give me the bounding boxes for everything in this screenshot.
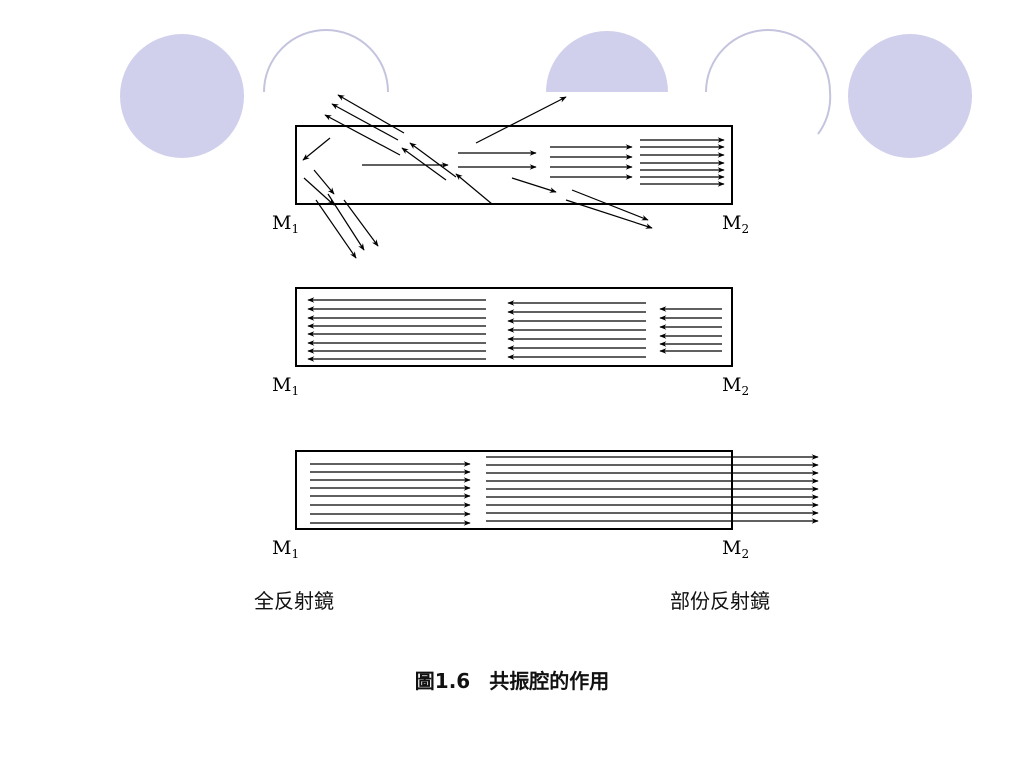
partial-reflector-caption: 部份反射鏡: [670, 589, 770, 613]
mirror-label-m2-panel-1: M2: [722, 212, 749, 236]
photon-arrow: [303, 177, 335, 206]
photon-arrow: [327, 193, 365, 251]
photon-arrow: [343, 199, 379, 247]
cavity-box-2: [295, 287, 733, 367]
cavity-box-1: [295, 125, 733, 205]
photon-arrow: [565, 199, 653, 229]
figure-title: 圖1.6 共振腔的作用: [0, 665, 1024, 694]
arrows-panel-3: [310, 454, 819, 526]
photon-arrow: [409, 142, 457, 178]
figure-title-text: 共振腔的作用: [489, 669, 610, 693]
photon-arrow: [315, 199, 357, 259]
photon-arrow: [331, 103, 399, 141]
figure-number: 圖1.6: [414, 669, 471, 693]
photon-arrow: [571, 189, 649, 221]
photon-arrow: [401, 147, 447, 181]
resonator-diagram: M1 M2 M1 M2 M1 M2: [272, 94, 819, 561]
photon-arrow: [455, 173, 493, 205]
arrows-panel-2: [307, 297, 722, 362]
decorative-circles: [120, 29, 972, 158]
photon-arrow: [475, 96, 567, 144]
photon-arrow: [313, 169, 335, 195]
mirror-label-m2-panel-3: M2: [722, 537, 749, 561]
mirror-label-m1-panel-1: M1: [272, 212, 299, 236]
filled-circle-left: [120, 34, 244, 158]
photon-arrow: [337, 94, 405, 134]
mirror-label-m1-panel-2: M1: [272, 374, 299, 398]
photon-arrow: [302, 137, 331, 161]
mirror-label-m1-panel-3: M1: [272, 537, 299, 561]
outline-arc-left: [263, 29, 389, 93]
panel-1-spontaneous-emission: M1 M2: [272, 94, 749, 259]
photon-arrow: [511, 177, 557, 193]
panel-2-reflection: M1 M2: [272, 287, 749, 398]
full-reflector-caption: 全反射鏡: [254, 589, 334, 613]
outline-arc-right: [705, 29, 832, 135]
panel-3-laser-output: M1 M2: [272, 450, 819, 561]
half-circle-middle: [546, 31, 668, 92]
cavity-box-3: [295, 450, 733, 530]
mirror-label-m2-panel-2: M2: [722, 374, 749, 398]
arrows-panel-1: [302, 94, 725, 259]
photon-arrow: [324, 114, 401, 156]
filled-circle-right: [848, 34, 972, 158]
